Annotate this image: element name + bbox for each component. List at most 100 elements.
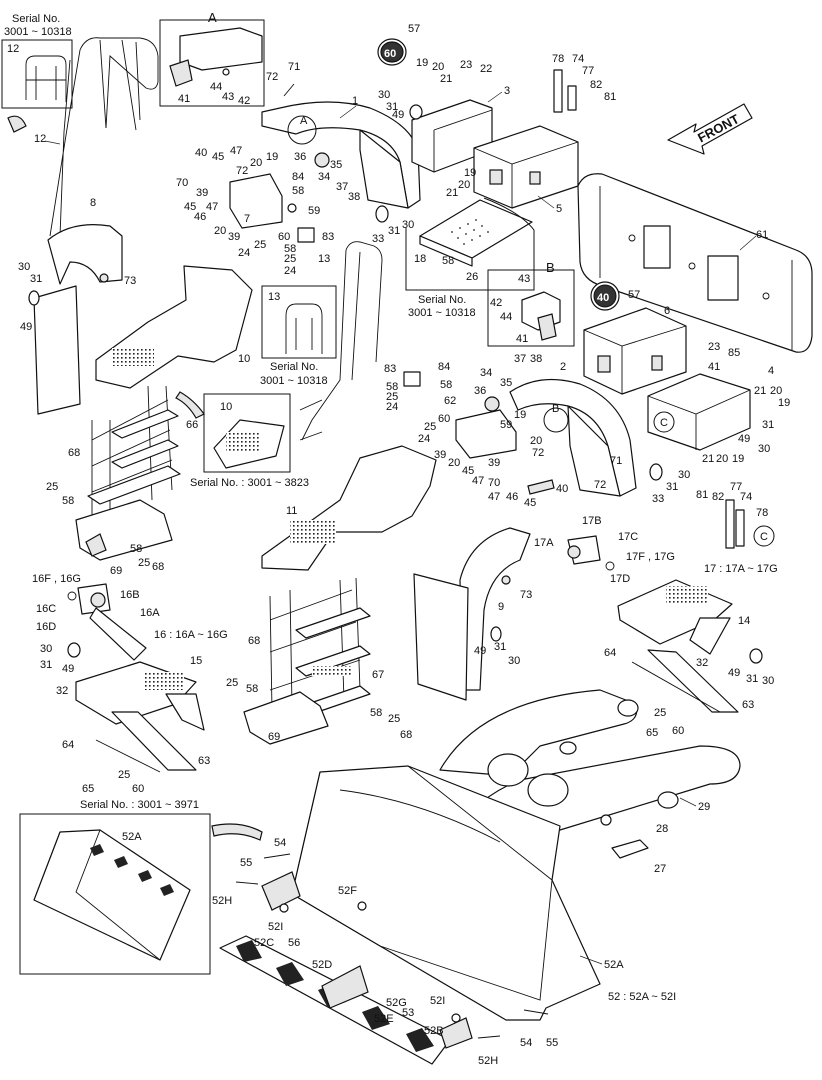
label-25r: 25	[654, 707, 666, 719]
washer-33	[375, 205, 389, 223]
label-33: 33	[372, 233, 384, 245]
label-74t: 74	[572, 53, 584, 65]
bolts-52h	[235, 881, 501, 1039]
label-74c: 74	[740, 491, 752, 503]
label-78t: 78	[552, 53, 564, 65]
label-3: 3	[504, 85, 510, 97]
speed-sign-top: 57 60	[377, 23, 420, 66]
label-44a: 44	[210, 81, 222, 93]
label-55b: 55	[546, 1037, 558, 1049]
step-10-shape	[95, 265, 253, 389]
label-34: 34	[318, 171, 330, 183]
label-60l: 60	[132, 783, 144, 795]
label-13: 13	[318, 253, 330, 265]
label-31: 31	[388, 225, 400, 237]
label-42a: 42	[238, 95, 250, 107]
serial-handrail-detail: Serial No. 3001 ~ 10318 12	[1, 13, 73, 133]
label-65r: 65	[646, 727, 658, 739]
front-arrow: FRONT	[667, 103, 753, 155]
fender-9-panel	[413, 573, 469, 701]
boom-upper-arm	[439, 689, 638, 777]
block-83m	[403, 371, 421, 387]
label-47t: 47	[230, 145, 242, 157]
label-36m: 36	[474, 385, 486, 397]
box-4-edges	[647, 389, 751, 450]
label-20m2: 20	[448, 457, 460, 469]
step-plate-10: 10	[95, 265, 253, 389]
label-24m2: 24	[418, 433, 430, 445]
hinge-top-right: 78 74 77 82 81	[552, 53, 616, 113]
cw-hole2	[688, 262, 696, 270]
counterweight-edges	[599, 186, 793, 350]
label-41a: 41	[178, 93, 190, 105]
base-69c-shape	[243, 691, 329, 745]
label-52a: 52A	[604, 959, 624, 971]
handrail-inset-shape	[25, 55, 67, 102]
serial-tray-label: Serial No.	[418, 294, 466, 306]
hinge-78-plate	[553, 69, 563, 113]
label-24t2: 24	[284, 265, 296, 277]
fender-2-panel	[567, 405, 621, 497]
label-70m: 70	[488, 477, 500, 489]
label-38m: 38	[530, 353, 542, 365]
label-58m2: 58	[440, 379, 452, 391]
ladder-67-frame	[269, 577, 361, 711]
bucket-inner-curve	[339, 789, 501, 843]
label-31l: 31	[30, 273, 42, 285]
lead-12	[44, 140, 61, 145]
label-84m: 84	[438, 361, 450, 373]
handrail-13-inset-shape	[285, 303, 323, 354]
note-52: 52 : 52A ~ 52I	[608, 991, 676, 1003]
detail-b: B 43 42 44 41	[487, 260, 575, 347]
label-16b: 16B	[120, 589, 140, 601]
label-81t: 81	[604, 91, 616, 103]
serial-range: 3001 ~ 10318	[4, 26, 72, 38]
label-10: 10	[238, 353, 250, 365]
label-47t2: 47	[206, 201, 218, 213]
boom-tip-1	[617, 699, 639, 717]
counterweight-slot2	[707, 255, 739, 301]
lamp-17-lens	[567, 545, 581, 559]
label-25t2: 25	[284, 253, 296, 265]
step-11-grip	[290, 520, 336, 544]
bucket-inset-teeth	[90, 844, 174, 896]
label-46m: 46	[506, 491, 518, 503]
label-49b: 49	[392, 109, 404, 121]
base-69-clip	[85, 533, 107, 557]
fender-9: 9 73 49 31 30	[413, 527, 532, 701]
label-66: 66	[186, 419, 198, 431]
step-10-grip	[112, 348, 154, 366]
label-73l: 73	[124, 275, 136, 287]
label-25t: 25	[254, 239, 266, 251]
label-69l: 69	[110, 565, 122, 577]
fender-2-detail-b: B	[552, 403, 559, 415]
note-16: 16 : 16A ~ 16G	[154, 629, 228, 641]
label-58t: 58	[292, 185, 304, 197]
step-ladder-66: 66 68 25 58	[46, 385, 198, 530]
fender-8-shape	[47, 224, 123, 285]
serial-label: Serial No.	[12, 13, 60, 25]
label-27: 27	[654, 863, 666, 875]
label-30l: 30	[18, 261, 30, 273]
label-68c: 68	[248, 635, 260, 647]
label-31m: 31	[666, 481, 678, 493]
label-59m: 59	[500, 419, 512, 431]
label-84t: 84	[292, 171, 304, 183]
label-21c: 21	[446, 187, 458, 199]
label-58l: 58	[62, 495, 74, 507]
handrail-13-bottom	[299, 399, 323, 441]
ladder-67-step1	[295, 607, 371, 639]
step-15: 15 30 31 49 32	[40, 642, 205, 731]
label-11: 11	[286, 505, 297, 517]
sign-60-inner	[380, 41, 404, 63]
label-58c: 58	[442, 255, 454, 267]
label-32ll: 32	[56, 685, 68, 697]
reflector-63l-plate	[111, 711, 197, 771]
step-base-69: 69 25 68 58	[75, 499, 173, 577]
label-20c: 20	[458, 179, 470, 191]
lamp-17: 17B 17C 17A 17F , 17G 17D	[534, 515, 675, 585]
label-22b: 22	[480, 63, 492, 75]
front-arrow-shape	[667, 103, 753, 155]
label-63r: 63	[742, 699, 754, 711]
lead-52a	[579, 955, 603, 965]
